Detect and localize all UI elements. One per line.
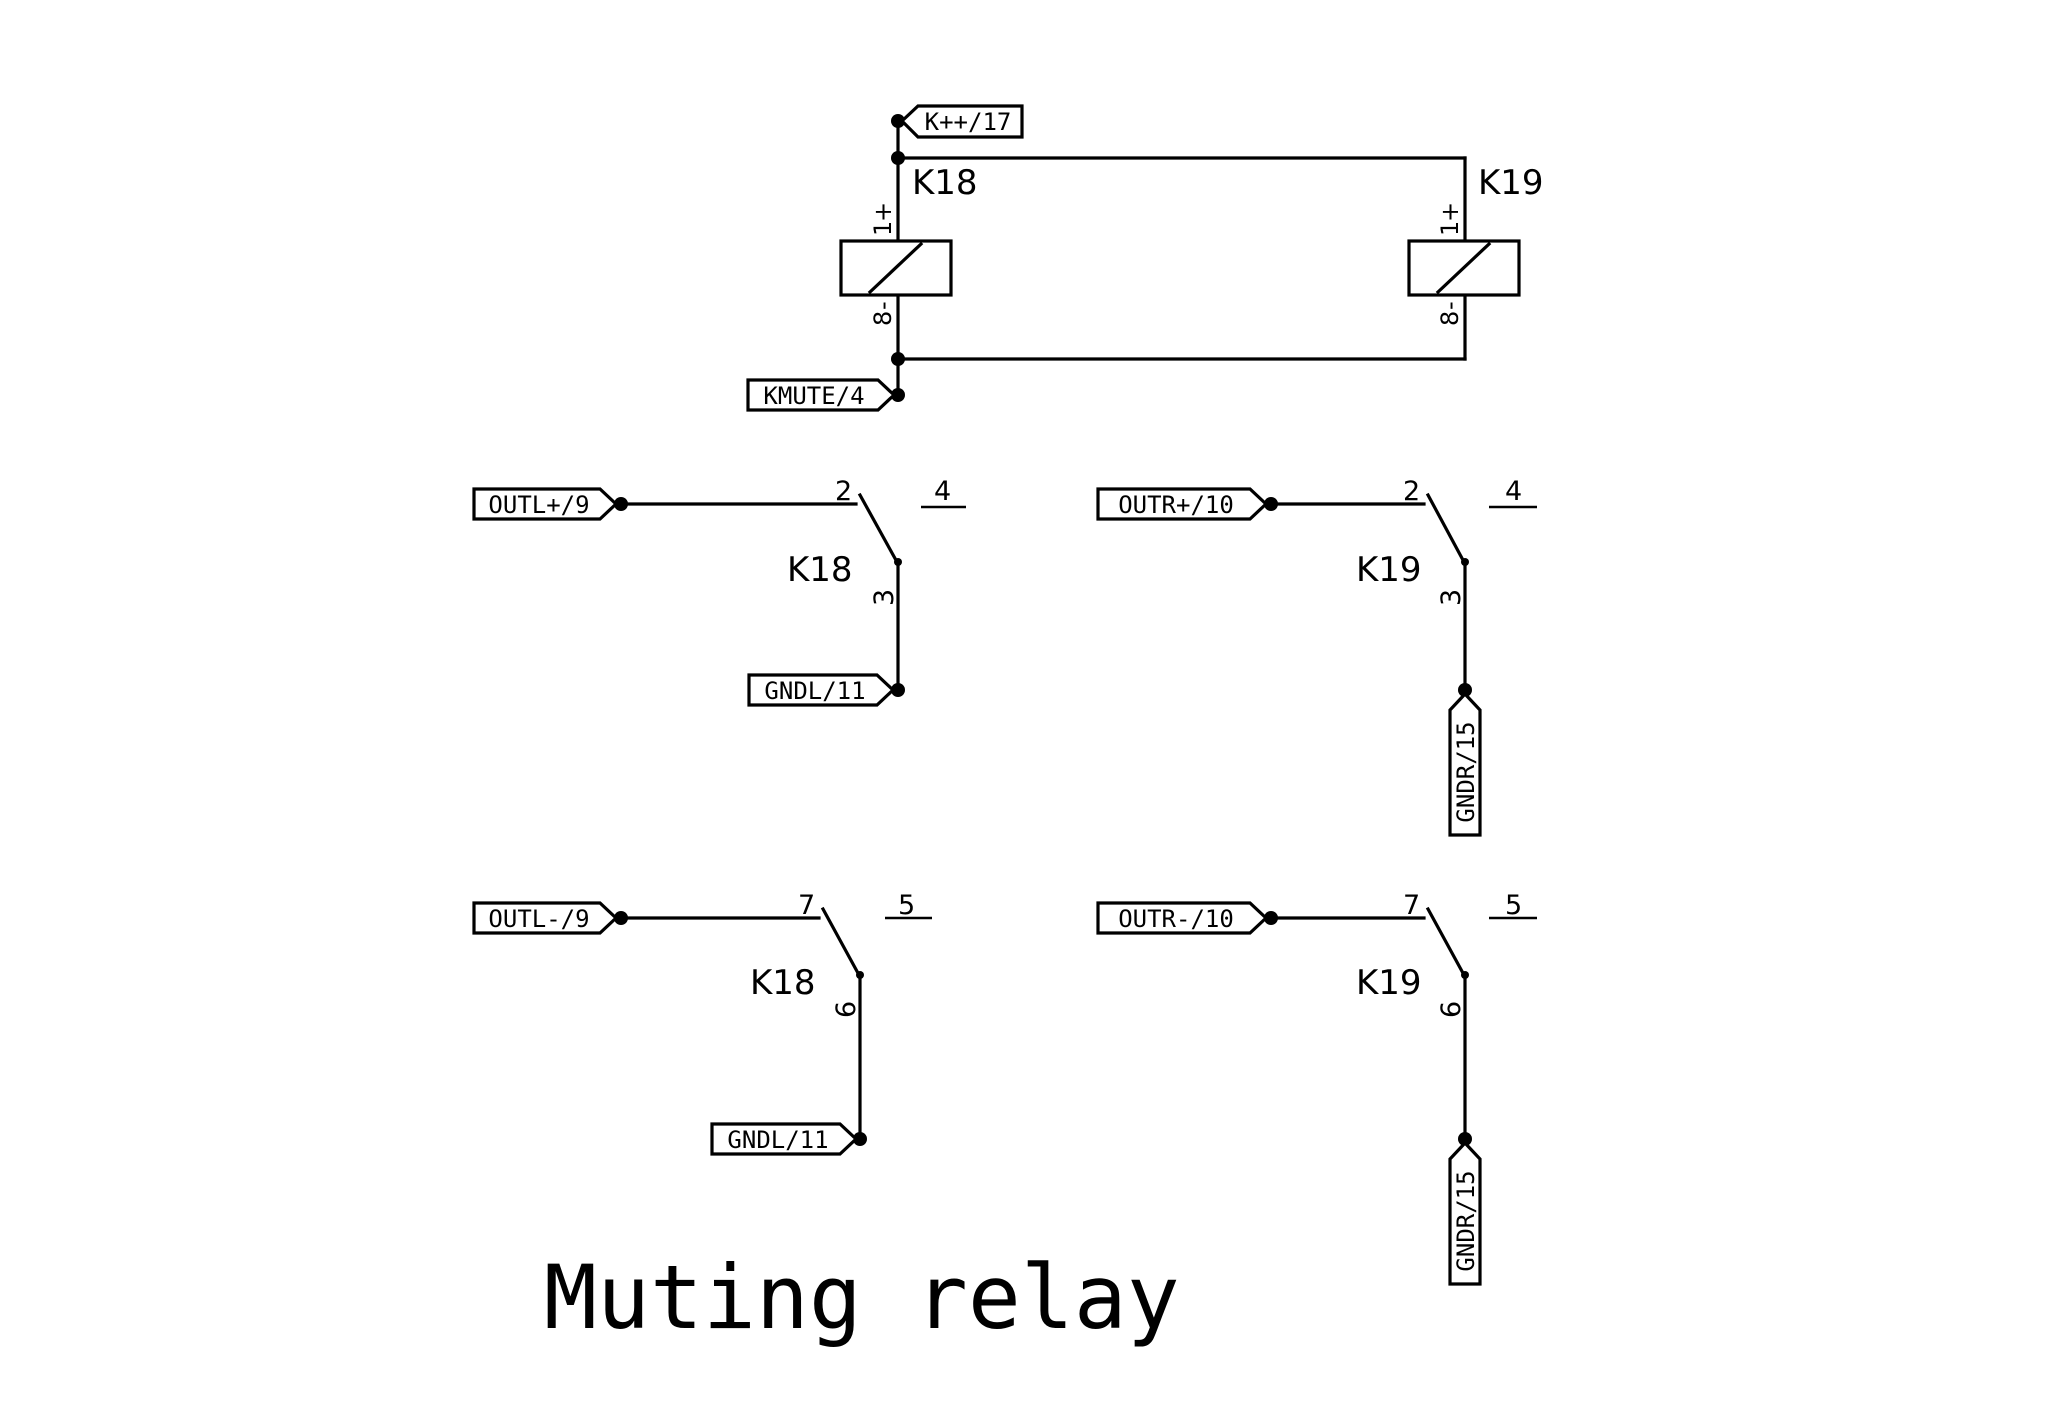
- net-flag-kpp: [899, 104, 1024, 139]
- k18-coil: [839, 239, 953, 297]
- net-dot: [614, 911, 628, 925]
- net-flag-outl-minus: [472, 901, 619, 935]
- k18-pin-no-2: 5: [898, 890, 915, 921]
- relay-ref-k18-contact-2: K18: [750, 963, 816, 1003]
- net-label-gndl-a: GNDL/11: [764, 677, 865, 705]
- junction-dot: [891, 151, 905, 165]
- k19-coil-pin-plus-num: 1: [1436, 221, 1464, 236]
- k18-coil-pin-plus-num: 1: [869, 221, 897, 236]
- net-label-gndl-b: GNDL/11: [727, 1126, 828, 1154]
- net-dot: [891, 683, 905, 697]
- net-label-outr-plus: OUTR+/10: [1118, 491, 1234, 519]
- k19-pin-no-2: 5: [1505, 890, 1522, 921]
- page-title: Muting relay: [544, 1246, 1180, 1349]
- net-flag-gndr-a: [1448, 691, 1482, 837]
- k18-pin-nc-1: 2: [835, 476, 852, 507]
- coil-section: K++/17 KMUTE/4 K18 K19 1 + 8 - 1 + 8 -: [746, 104, 1544, 412]
- junction-dot: [891, 352, 905, 366]
- k18-pin-com-1: 3: [869, 589, 900, 606]
- net-label-gndr-b: GNDR/15: [1452, 1170, 1480, 1271]
- k19-coil-pin-minus: -: [1436, 301, 1464, 310]
- relay-ref-k19-coil: K19: [1478, 163, 1544, 203]
- k19-coil-pin-plus: +: [1436, 202, 1464, 222]
- net-dot: [614, 497, 628, 511]
- k18-coil-pin-minus: -: [869, 301, 897, 310]
- net-dot: [1264, 911, 1278, 925]
- net-label-gndr-a: GNDR/15: [1452, 721, 1480, 822]
- net-dot: [1458, 683, 1472, 697]
- net-label-kpp: K++/17: [925, 108, 1012, 136]
- net-dot: [853, 1132, 867, 1146]
- k19-contact-1: OUTR+/10 2 4 3 K19 GNDR/15: [1096, 476, 1537, 837]
- relay-ref-k19-contact-1: K19: [1356, 550, 1422, 590]
- k19-pin-nc-2: 7: [1403, 890, 1420, 921]
- k18-pin-com-2: 6: [831, 1001, 862, 1018]
- relay-ref-k19-contact-2: K19: [1356, 963, 1422, 1003]
- net-label-kmute: KMUTE/4: [763, 382, 864, 410]
- k18-contact-1: OUTL+/9 2 4 3 K18 GNDL/11: [472, 476, 966, 707]
- net-flag-gndl-a: [747, 673, 896, 707]
- k19-contact-2-lever: [1425, 906, 1467, 978]
- k18-coil-pin-plus: +: [869, 202, 897, 222]
- k18-contact-1-lever: [857, 492, 900, 565]
- junction-dot: [891, 388, 905, 402]
- net-label-outl-minus: OUTL-/9: [488, 905, 589, 933]
- net-flag-outl-plus: [472, 487, 619, 521]
- k18-contact-2-lever: [820, 906, 862, 978]
- k18-coil-pin-minus-num: 8: [869, 311, 897, 326]
- relay-ref-k18-coil: K18: [912, 163, 978, 203]
- net-dot: [1264, 497, 1278, 511]
- k18-pin-no-1: 4: [934, 476, 951, 507]
- k19-pin-no-1: 4: [1505, 476, 1522, 507]
- net-flag-gndr-b: [1448, 1140, 1482, 1286]
- k19-coil-pin-minus-num: 8: [1436, 311, 1464, 326]
- k18-contact-2: OUTL-/9 7 5 6 K18 GNDL/11: [472, 890, 932, 1156]
- net-dot: [1458, 1132, 1472, 1146]
- net-label-outr-minus: OUTR-/10: [1118, 905, 1234, 933]
- k19-pin-com-2: 6: [1436, 1001, 1467, 1018]
- k19-pin-com-1: 3: [1436, 589, 1467, 606]
- net-flag-outr-minus: [1096, 901, 1269, 935]
- k19-contact-2: OUTR-/10 7 5 6 K19 GNDR/15: [1096, 890, 1537, 1286]
- k18-coil-slash: [867, 241, 924, 295]
- k19-contact-1-lever: [1425, 492, 1467, 565]
- net-flag-outr-plus: [1096, 487, 1269, 521]
- junction-dot: [891, 114, 905, 128]
- relay-ref-k18-contact-1: K18: [787, 550, 853, 590]
- k19-coil-slash: [1435, 241, 1492, 295]
- net-flag-kmute: [746, 378, 897, 412]
- k19-pin-nc-1: 2: [1403, 476, 1420, 507]
- net-flag-gndl-b: [710, 1122, 859, 1156]
- k18-pin-nc-2: 7: [798, 890, 815, 921]
- net-label-outl-plus: OUTL+/9: [488, 491, 589, 519]
